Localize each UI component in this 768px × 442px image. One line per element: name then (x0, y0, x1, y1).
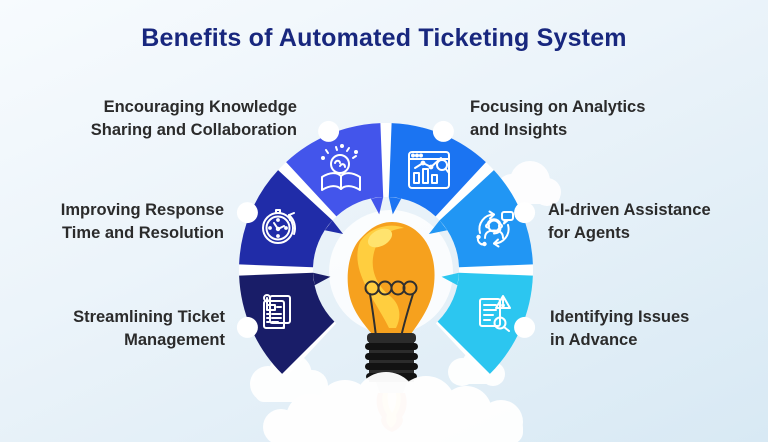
segment-ai-assistance (439, 170, 533, 268)
bullet-circle (318, 120, 340, 142)
cloud (263, 372, 523, 442)
bullet-circle (432, 120, 454, 142)
ticket-checklist-icon (263, 294, 291, 329)
bullet-circle (236, 202, 258, 224)
page-title: Benefits of Automated Ticketing System (141, 24, 627, 52)
benefit-label-issue-detection: Identifying Issues in Advance (550, 308, 690, 350)
support-agent-icon (476, 210, 514, 248)
segment-notch (428, 220, 448, 234)
segment-notch (370, 197, 384, 215)
bulb-shine (367, 228, 393, 248)
segment-issue-detection (437, 272, 533, 374)
segment-analytics-insights (388, 123, 486, 217)
benefit-label-ticket-management: Streamlining Ticket Management (73, 308, 225, 350)
benefit-label-response-time: Improving Response Time and Resolution (60, 201, 224, 243)
segment-notch (388, 197, 402, 215)
analytics-dashboard-icon (408, 151, 450, 189)
benefit-label-knowledge-sharing: Encouraging Knowledge Sharing and Collab… (90, 98, 297, 140)
bullet-circle (236, 316, 258, 338)
rim-bullets (236, 120, 536, 338)
benefit-label-ai-assistance: AI-driven Assistance for Agents (548, 201, 711, 243)
document-alert-magnifier-icon (479, 295, 511, 332)
stopwatch-icon (262, 209, 296, 244)
book-brain-icon (321, 144, 361, 191)
segment-notch (313, 272, 331, 286)
segment-knowledge-sharing (286, 123, 384, 217)
segment-notch (441, 272, 459, 286)
bulb-filament (364, 280, 418, 338)
bulb-highlight (357, 225, 404, 328)
segment-notch (324, 220, 344, 234)
benefit-label-analytics-insights: Focusing on Analytics and Insights (470, 98, 646, 140)
bullet-circle (514, 316, 536, 338)
bullet-circle (514, 202, 536, 224)
